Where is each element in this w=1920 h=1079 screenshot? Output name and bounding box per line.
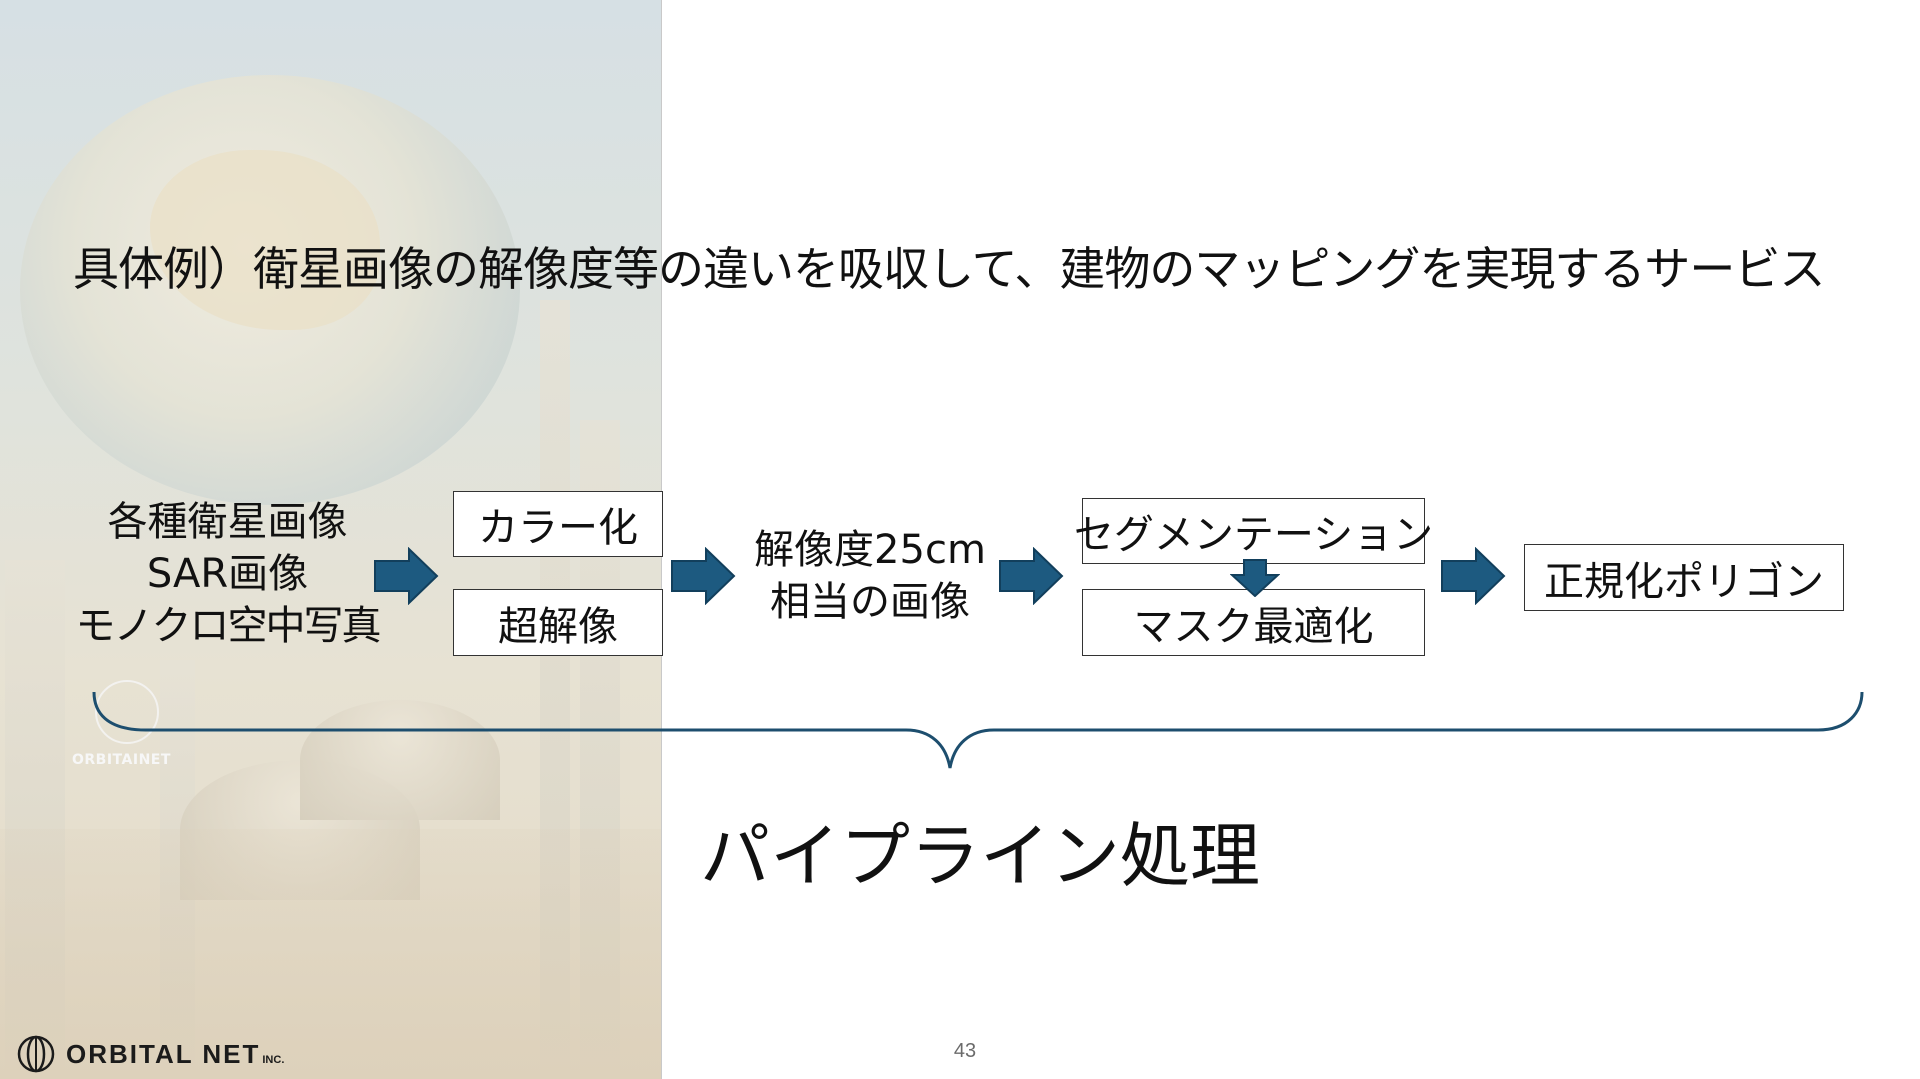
orbital-net-logo-icon <box>16 1034 56 1074</box>
segmentation-label: セグメンテーション <box>1074 502 1433 560</box>
arrow-right-icon <box>1440 547 1506 605</box>
segmentation-box: セグメンテーション <box>1082 498 1425 564</box>
pipeline-label: パイプライン処理 <box>700 800 1260 901</box>
mask-optimization-box: マスク最適化 <box>1082 589 1425 656</box>
curly-brace-icon <box>86 690 1866 780</box>
source-item: 各種衛星画像 <box>70 496 385 548</box>
resolution-line: 相当の画像 <box>740 576 1000 628</box>
resolution-description: 解像度25cm 相当の画像 <box>740 524 1000 628</box>
super-resolution-box: 超解像 <box>453 589 663 656</box>
super-resolution-label: 超解像 <box>498 594 618 652</box>
resolution-line: 解像度25cm <box>740 524 1000 576</box>
normalized-polygon-box: 正規化ポリゴン <box>1524 544 1844 611</box>
source-list: 各種衛星画像 SAR画像 モノクロ空中写真 <box>70 496 385 652</box>
footer-brand-suffix: INC. <box>262 1054 284 1066</box>
page-number: 43 <box>940 1040 990 1063</box>
arrow-right-icon <box>998 547 1064 605</box>
arrow-down-icon <box>1230 559 1280 597</box>
slide-headline: 具体例）衛星画像の解像度等の違いを吸収して、建物のマッピングを実現するサービス <box>73 233 1824 299</box>
colorization-box: カラー化 <box>453 491 663 557</box>
source-item: SAR画像 <box>70 548 385 600</box>
arrow-right-icon <box>670 547 736 605</box>
normalized-polygon-label: 正規化ポリゴン <box>1544 549 1824 607</box>
mask-optimization-label: マスク最適化 <box>1134 594 1374 652</box>
colorization-label: カラー化 <box>478 495 638 553</box>
source-item: モノクロ空中写真 <box>70 600 385 652</box>
footer-brand-name: ORBITAL NET <box>66 1039 260 1069</box>
arrow-right-icon <box>373 547 439 605</box>
